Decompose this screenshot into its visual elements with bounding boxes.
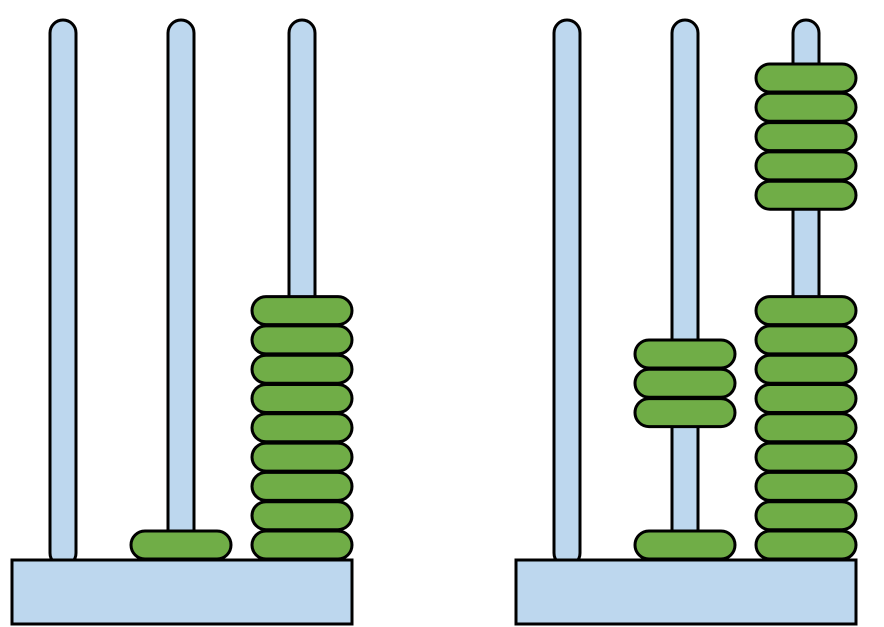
right-abacus-rod-3-lower-bead — [754, 383, 858, 414]
right-abacus-rod-3-upper-bead — [754, 179, 858, 211]
right-abacus-rod-3-lower-bead — [754, 470, 858, 502]
right-abacus-rod-3-lower-bead — [754, 500, 858, 532]
left-abacus-rod-3-lower-bead — [250, 295, 354, 327]
left-abacus-rod-3-lower-bead — [250, 324, 354, 356]
left-abacus-rod-3-lower-bead — [250, 353, 354, 385]
right-abacus-rod-2-lower-bead — [633, 529, 737, 561]
left-abacus-base — [10, 558, 354, 626]
left-abacus-rod-3-lower-bead — [250, 470, 354, 502]
right-abacus-rod-3-lower-bead — [754, 441, 858, 473]
right-abacus-rod-3-upper-bead — [754, 121, 858, 153]
left-abacus-rod-2 — [166, 18, 196, 568]
right-abacus-rod-3-upper-bead — [754, 62, 858, 94]
left-abacus-rod-3-lower-bead — [250, 412, 354, 444]
right-abacus-rod-3-lower-bead — [754, 412, 858, 444]
right-abacus-rod-2-upper-bead — [633, 338, 737, 370]
left-abacus-rod-2-lower-bead — [129, 529, 233, 561]
right-abacus-base — [514, 558, 858, 626]
left-abacus-rod-3-lower-bead — [250, 441, 354, 473]
left-abacus-rod-3-lower-bead — [250, 383, 354, 414]
right-abacus-rod-2-upper-bead — [633, 397, 737, 429]
right-abacus-rod-3-upper-bead — [754, 150, 858, 182]
left-abacus-rod-3-lower-bead — [250, 500, 354, 532]
right-abacus-rod-3-lower-bead — [754, 295, 858, 327]
right-abacus-rod-3-lower-bead — [754, 324, 858, 356]
right-abacus-rod-3-lower-bead — [754, 529, 858, 561]
right-abacus — [514, 18, 858, 626]
left-abacus — [10, 18, 354, 626]
right-abacus-rod-3-lower-bead — [754, 353, 858, 385]
right-abacus-rod-1 — [552, 18, 582, 568]
right-abacus-rod-2 — [670, 18, 700, 568]
right-abacus-rod-2-upper-bead — [633, 367, 737, 399]
right-abacus-rod-3-upper-bead — [754, 91, 858, 123]
left-abacus-rod-3-lower-bead — [250, 529, 354, 561]
left-abacus-rod-1 — [48, 18, 78, 568]
